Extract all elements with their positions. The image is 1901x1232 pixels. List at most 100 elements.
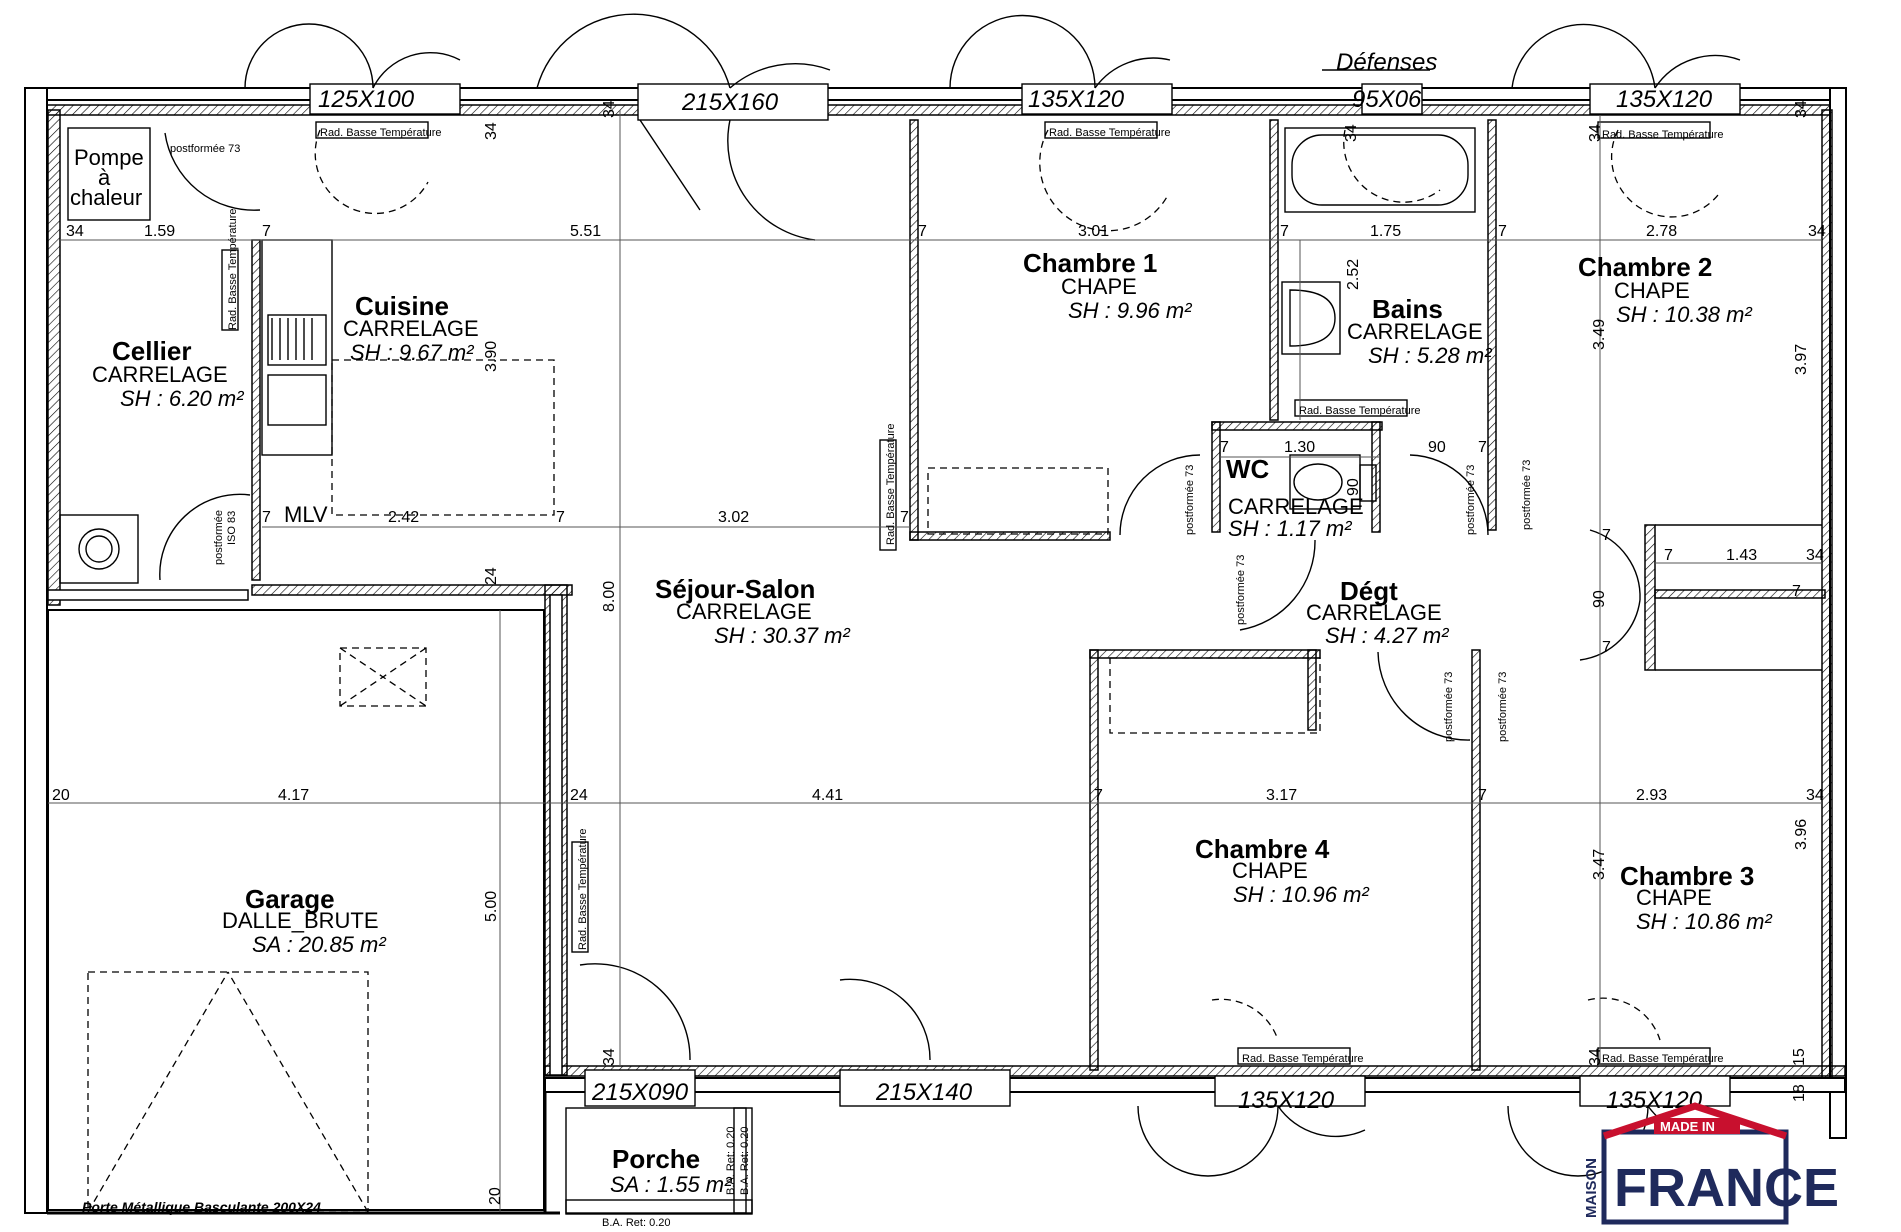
dim: 3.97 [1793, 344, 1810, 375]
room-finish: CHAPE [1061, 274, 1137, 299]
bottom-windows [584, 1069, 1733, 1177]
postformee-label: postformée 73 [170, 143, 240, 155]
dim: 7 [1602, 527, 1611, 544]
dim: 4.17 [278, 787, 309, 804]
dim: 24 [483, 567, 500, 585]
dim: 2.42 [388, 509, 419, 526]
dim: 1.30 [1284, 439, 1315, 456]
postformee-label: postformée 73 [1465, 465, 1477, 535]
room-area: SH : 1.17 m² [1228, 516, 1352, 541]
postformee-label: postformée 73 [1521, 460, 1533, 530]
outer-walls [24, 87, 1847, 1215]
dim: 18 [1791, 1084, 1808, 1102]
radiator-label: Rad. Basse Température [885, 424, 897, 545]
dim: 34 [66, 223, 84, 240]
dim: 1.43 [1726, 547, 1757, 564]
room-finish: CARRELAGE [1228, 494, 1364, 519]
dim: 7 [1792, 583, 1801, 600]
room-cuisine: Cuisine CARRELAGE SH : 9.67 m² [343, 291, 479, 365]
window-label: 215X160 [681, 89, 779, 116]
radiator-label: Rad. Basse Température [1242, 1053, 1363, 1065]
pompe-label: Pompe [74, 145, 144, 170]
dim: 7 [1280, 223, 1289, 240]
logo-maison: MAISON [1583, 1158, 1600, 1218]
radiator-label: Rad. Basse Température [1299, 405, 1420, 417]
postformee-label: postformée [213, 510, 225, 565]
top-windows [244, 13, 1741, 121]
dim: 7 [1602, 639, 1611, 656]
interior-doors [159, 119, 1719, 1061]
room-name: Bains [1372, 294, 1443, 324]
room-name: Chambre 4 [1195, 834, 1330, 864]
dim: 34 [1806, 787, 1824, 804]
dim: 15 [1791, 1048, 1808, 1066]
dim: 7 [262, 509, 271, 526]
dimensions: 34 1.59 7 5.51 7 3.01 7 1.75 7 2.78 34 3… [52, 100, 1826, 1205]
room-chambre4: Chambre 4 CHAPE SH : 10.96 m² [1195, 834, 1369, 907]
dim: 20 [52, 787, 70, 804]
room-finish: CARRELAGE [92, 362, 228, 387]
room-finish: CHAPE [1232, 858, 1308, 883]
room-area: SA : 20.85 m² [252, 932, 386, 957]
dim: 5.00 [483, 891, 500, 922]
room-area: SH : 10.86 m² [1636, 909, 1772, 934]
room-finish: CARRELAGE [1306, 600, 1442, 625]
room-finish: CHAPE [1614, 278, 1690, 303]
annotations: Pompe à chaleur MLV postformée 73 postfo… [70, 127, 1723, 1229]
ba-ret-label: B.A. Ret: 0.20 [602, 1217, 670, 1229]
dim: 34 [601, 1048, 618, 1066]
postformee-label: postformée 73 [1443, 672, 1455, 742]
dim: 2.78 [1646, 223, 1677, 240]
room-finish: CARRELAGE [343, 316, 479, 341]
room-finish: CARRELAGE [1347, 319, 1483, 344]
dim: 90 [1591, 590, 1608, 608]
logo-france: FRANCE [1614, 1158, 1839, 1218]
dim: 3.02 [718, 509, 749, 526]
dim: 2.93 [1636, 787, 1667, 804]
dim: 34 [1808, 223, 1826, 240]
radiator-label: Rad. Basse Température [1602, 1053, 1723, 1065]
dim: 34 [483, 122, 500, 140]
room-name: Chambre 1 [1023, 248, 1157, 278]
window-label: Défenses [1336, 49, 1437, 76]
window-label: 95X06 [1352, 86, 1422, 113]
room-bains: Bains CARRELAGE SH : 5.28 m² [1347, 294, 1492, 368]
ba-ret-label: B.A. Ret: 0.20 [739, 1127, 751, 1195]
dim: 34 [1793, 100, 1810, 118]
dim: 3.17 [1266, 787, 1297, 804]
dim: 7 [1478, 439, 1487, 456]
mlv-label: MLV [284, 502, 328, 527]
room-area: SH : 30.37 m² [714, 623, 850, 648]
window-label: 125X100 [318, 86, 415, 113]
room-area: SH : 9.96 m² [1068, 298, 1192, 323]
dim: 4.41 [812, 787, 843, 804]
window-label: 135X120 [1616, 86, 1713, 113]
room-name: Porche [612, 1144, 700, 1174]
postformee-label: postformée 73 [1497, 672, 1509, 742]
dim: 3.96 [1793, 819, 1810, 850]
room-area: SH : 6.20 m² [120, 386, 244, 411]
room-name: Garage [245, 884, 335, 914]
room-area: SH : 9.67 m² [350, 340, 474, 365]
room-porche: Porche SA : 1.55 m² [610, 1144, 732, 1197]
dim: 24 [570, 787, 588, 804]
maison-made-in-france-logo: MADE IN FRANCE MAISON [1583, 1102, 1839, 1225]
dim: 20 [487, 1187, 504, 1205]
ba-ret-label: B.A. Ret: 0.20 [725, 1127, 737, 1195]
dim: 3.47 [1591, 849, 1608, 880]
room-area: SH : 10.38 m² [1616, 302, 1752, 327]
radiator-label: Rad. Basse Température [1602, 129, 1723, 141]
dim: 7 [1498, 223, 1507, 240]
dim: 7 [556, 509, 565, 526]
room-name: Chambre 3 [1620, 861, 1754, 891]
dim: 90 [1428, 439, 1446, 456]
room-finish: CARRELAGE [676, 599, 812, 624]
dim: 7 [1220, 439, 1229, 456]
dim: 7 [1478, 787, 1487, 804]
logo-made-in: MADE IN [1660, 1119, 1715, 1134]
room-name: WC [1226, 454, 1270, 484]
room-area: SH : 4.27 m² [1325, 623, 1449, 648]
postformee-label: postformée 73 [1184, 465, 1196, 535]
dim: 34 [1587, 1048, 1604, 1066]
dim: 7 [262, 223, 271, 240]
